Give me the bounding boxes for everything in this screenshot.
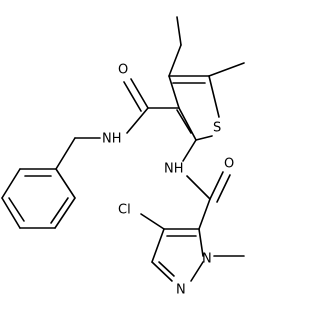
- atom-labels: O NH S NH O Cl N N: [102, 63, 234, 298]
- bond-nh-carbonyl: [186, 175, 211, 200]
- bond-phenyl-4-5-inner: [8, 197, 25, 222]
- bond-thiophene-s-c2: [195, 135, 213, 141]
- atom-n-pyrazole: N: [176, 283, 186, 298]
- bond-carbonyl-o-right-a: [209, 171, 224, 200]
- bond-c2-nh: [182, 139, 197, 162]
- bond-ethyl-ch3: [176, 16, 182, 46]
- bond-phenyl-1-2: [55, 168, 76, 199]
- bond-carbonyl-pyrazole: [198, 198, 211, 230]
- bond-thiophene-c5-s: [208, 75, 220, 118]
- bond-pyrazole-n1-c5: [198, 228, 204, 257]
- bond-phenyl-4-5: [1, 197, 21, 229]
- bond-ethyl-ch2: [168, 44, 182, 77]
- bond-ring-methyl: [208, 62, 245, 77]
- chemical-structure: O NH S NH O Cl N N: [1, 16, 245, 298]
- bond-phenyl-2-3-inner: [50, 197, 69, 224]
- bonds: [1, 16, 245, 282]
- atom-nh-benzyl-amide: NH: [102, 132, 122, 147]
- bond-phenyl-2-3: [54, 197, 76, 229]
- bond-c4-cl: [140, 213, 165, 230]
- bond-pyrazole-n2-n1: [190, 261, 204, 282]
- bond-thiophene-c2-c3: [178, 107, 197, 141]
- atom-o-carbonyl-top: O: [118, 63, 128, 78]
- bond-pyrazole-c4-c3: [151, 228, 165, 263]
- bond-thiophene-c3-c4: [168, 75, 180, 109]
- bond-carbonyl-o-top-b: [123, 81, 142, 112]
- atom-s-thiophene: S: [213, 121, 221, 136]
- bond-carbonyl-o-top-a: [130, 78, 149, 109]
- bond-ch2-phenyl: [55, 137, 76, 170]
- bond-thiophene-c2-c3-inner: [176, 109, 192, 134]
- bond-pyrazole-c3-n2-inner: [158, 261, 175, 277]
- bond-carbonyl-nh: [126, 107, 149, 134]
- atom-o-carbonyl-right: O: [224, 157, 234, 172]
- bond-pyrazole-c3-n2: [151, 261, 173, 282]
- atom-cl: Cl: [118, 203, 131, 218]
- atom-n-methyl-pyrazole: N: [202, 252, 212, 267]
- atom-nh-pyrazole-amide: NH: [164, 162, 184, 177]
- bond-carbonyl-o-right-b: [216, 174, 231, 203]
- bond-phenyl-5-6: [1, 168, 21, 199]
